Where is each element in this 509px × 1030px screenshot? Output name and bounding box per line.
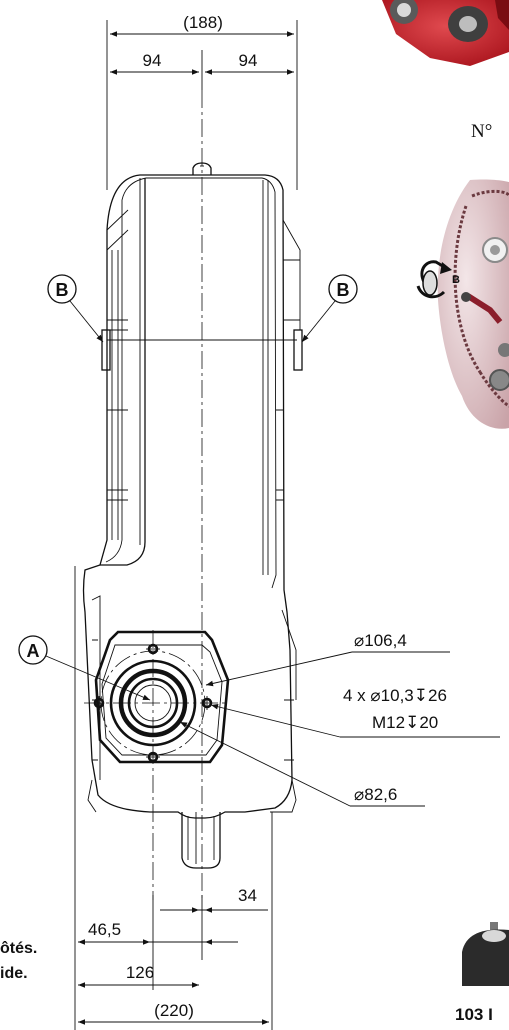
chain-drive-inset-photo (437, 179, 509, 429)
dimension-46-5: 46,5 (88, 920, 121, 939)
dimension-diameter-82: ⌀82,6 (354, 785, 397, 804)
callout-a-label: A (27, 641, 40, 661)
top-dimensions (106, 20, 298, 190)
mounting-foot-photo-cropped (462, 922, 509, 986)
product-photo-cropped (382, 0, 509, 66)
dimension-diameter-106: ⌀106,4 (354, 631, 407, 650)
dimension-94-left: 94 (143, 51, 162, 70)
note-line-2: ide. (0, 965, 28, 982)
callout-b-left (47, 274, 104, 343)
dimension-94-right: 94 (239, 51, 258, 70)
inset-b-label: B (452, 274, 460, 286)
callout-a (18, 635, 151, 701)
dimension-126: 126 (126, 963, 154, 982)
leader-lines (179, 651, 500, 807)
flange-bore (84, 630, 225, 900)
dimension-holes: 4 x ⌀10,3↧26 (343, 686, 447, 705)
note-line-1: ôtés. (0, 940, 37, 957)
dimension-34: 34 (238, 886, 257, 905)
callout-b-right (301, 274, 358, 343)
dimension-220: (220) (154, 1001, 194, 1020)
gearbox-body (82, 90, 303, 900)
callout-b-right-label: B (337, 280, 350, 300)
rotation-arrow-icon (416, 260, 452, 299)
page-number-text: 103 I (455, 1005, 493, 1024)
dimension-thread: M12↧20 (372, 713, 438, 732)
bottom-dimensions (74, 566, 273, 1030)
dimension-188: (188) (183, 13, 223, 32)
callout-b-left-label: B (56, 280, 69, 300)
number-sign-text: N° (471, 121, 492, 142)
